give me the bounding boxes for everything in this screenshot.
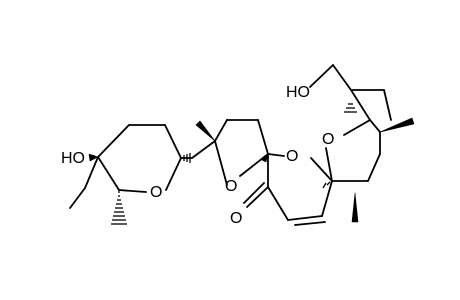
ketone-double-bond bbox=[243, 182, 269, 208]
tetrahydrofuran-ring bbox=[191, 119, 269, 186]
methyl-hashed-left-ring bbox=[111, 190, 127, 225]
hydroxyl-label-top: HO bbox=[286, 84, 310, 101]
hashed-bond-side-chain bbox=[344, 103, 357, 113]
spiro-hashed-bond bbox=[322, 181, 331, 189]
spiro-center-one bbox=[261, 153, 285, 163]
right-tetrahydropyran-ring bbox=[325, 119, 381, 182]
oxygen-label-spiro-center: O bbox=[286, 148, 298, 165]
ethyl-group-left bbox=[69, 156, 99, 209]
methyl-wedge-thf bbox=[195, 120, 216, 142]
oxygen-label-ketone: O bbox=[230, 210, 242, 227]
oxygen-label-spiro-right: O bbox=[322, 131, 334, 148]
methyl-wedge-right-top bbox=[379, 117, 415, 133]
hashed-bond-to-thf bbox=[180, 153, 193, 163]
hydroxymethyl-ethyl-side-chain bbox=[309, 64, 392, 121]
dihydropyranone-ring bbox=[267, 153, 333, 226]
oxygen-label-thf: O bbox=[225, 178, 237, 195]
methyl-wedge-right-bottom bbox=[351, 192, 359, 223]
left-tetrahydropyran-ring bbox=[97, 124, 182, 193]
oxygen-label-left-ring: O bbox=[150, 184, 162, 201]
hydroxyl-label-left: HO bbox=[61, 150, 85, 167]
hydroxyl-bond-left bbox=[88, 153, 99, 162]
